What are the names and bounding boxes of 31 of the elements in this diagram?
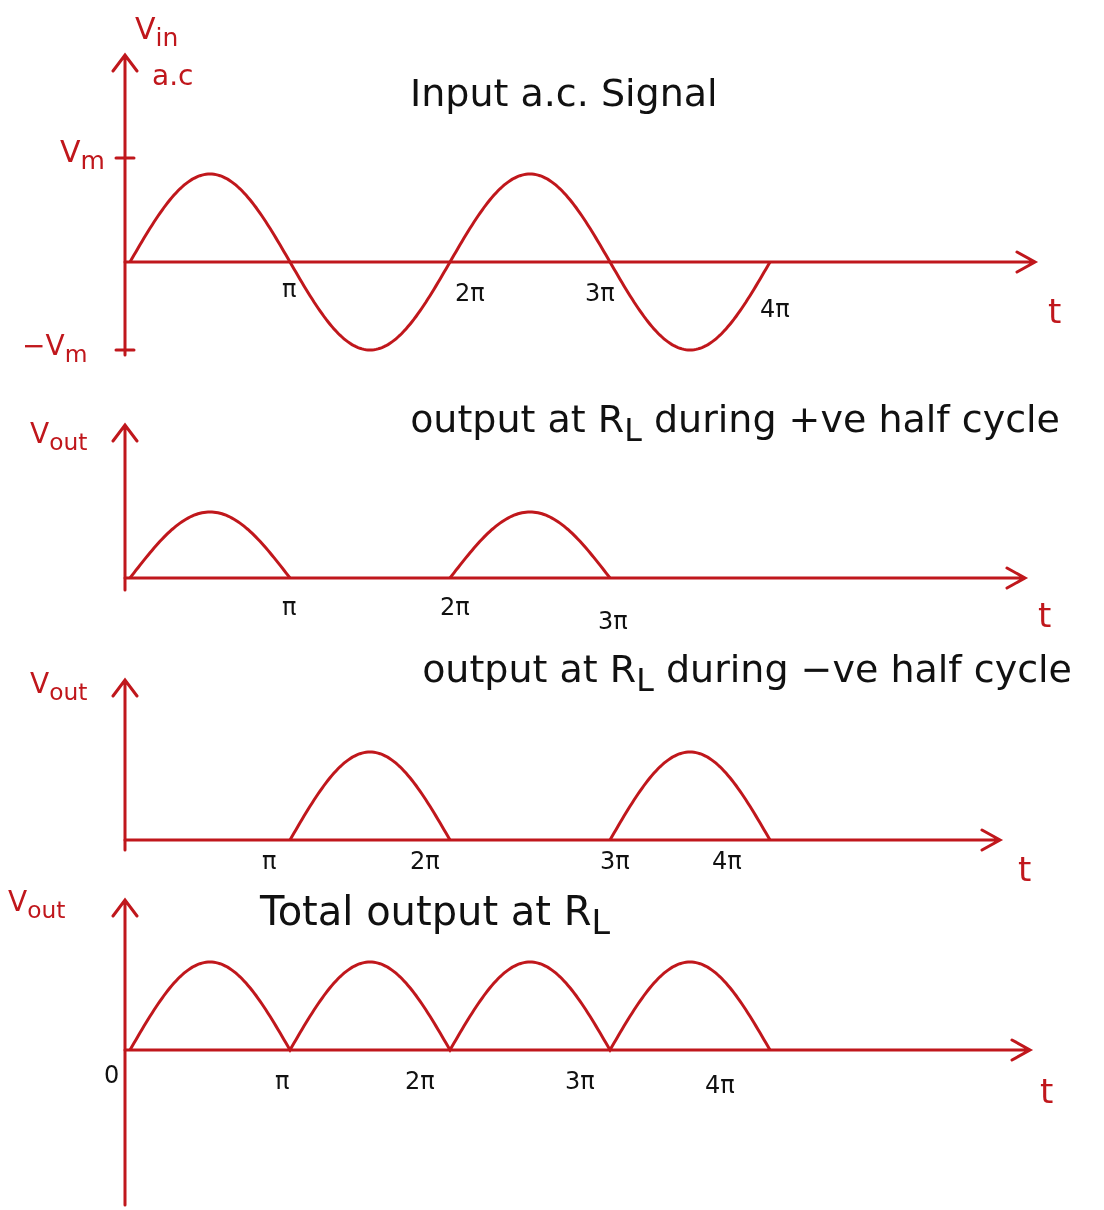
axis-label: t — [1040, 1072, 1054, 1112]
axis-label: t — [1018, 850, 1032, 890]
tick-label: 4π — [760, 296, 790, 324]
tick-label: 4π — [712, 848, 742, 876]
axis-label: V$_{m}$ — [60, 135, 105, 176]
axis-label: −V$_{m}$ — [22, 330, 88, 368]
chart-title: output at R$_{L}$ during −ve half cycle — [421, 648, 1072, 698]
chart-title: output at R$_{L}$ during +ve half cycle — [409, 398, 1060, 448]
axis-label: V$_{in}$ — [135, 12, 179, 53]
tick-label: 3π — [585, 280, 615, 308]
tick-label: 2π — [455, 280, 485, 308]
tick-label: 3π — [565, 1068, 595, 1096]
tick-label: π — [282, 594, 297, 622]
tick-label: π — [262, 848, 277, 876]
axis-label: a.c — [152, 60, 194, 93]
chart-title: Total output at R$_{L}$ — [260, 888, 611, 943]
tick-label: π — [275, 1068, 290, 1096]
axis-label: V$_{out}$ — [8, 886, 66, 924]
axis-label: t — [1048, 292, 1062, 332]
axis-label: V$_{out}$ — [30, 418, 88, 456]
chart-title: Input a.c. Signal — [410, 72, 718, 116]
tick-label: 0 — [104, 1062, 120, 1090]
tick-label: π — [282, 276, 297, 304]
tick-label: 3π — [600, 848, 630, 876]
axis-label: t — [1038, 596, 1052, 636]
tick-label: 2π — [405, 1068, 435, 1096]
tick-label: 3π — [598, 608, 628, 636]
tick-label: 4π — [705, 1072, 735, 1100]
tick-label: 2π — [440, 594, 470, 622]
tick-label: 2π — [410, 848, 440, 876]
axis-label: V$_{out}$ — [30, 668, 88, 706]
